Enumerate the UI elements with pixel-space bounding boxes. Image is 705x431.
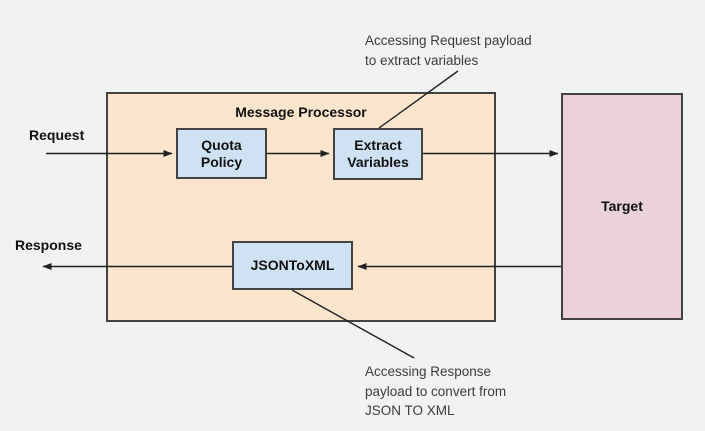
request-payload-annotation: Accessing Request payload to extract var… [365, 33, 532, 68]
message-processor-title: Message Processor [235, 104, 367, 120]
bottom-callout-line [291, 289, 415, 359]
jsontoxml-node: JSONToXML [232, 241, 353, 290]
extract-variables-node: Extract Variables [333, 128, 423, 180]
response-label: Response [15, 237, 82, 253]
target-node: Target [561, 93, 683, 320]
top-callout-line [378, 70, 459, 129]
quota-policy-node: Quota Policy [176, 128, 267, 179]
response-payload-annotation: Accessing Response payload to convert fr… [365, 364, 507, 418]
request-label: Request [29, 127, 85, 143]
